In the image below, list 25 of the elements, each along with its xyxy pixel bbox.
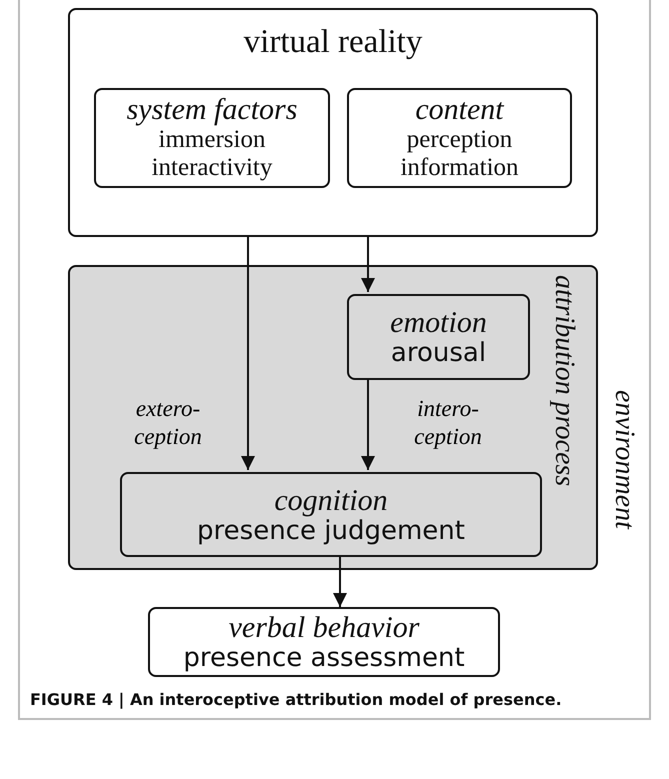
arrow [361,378,375,470]
arrow [361,237,375,292]
arrow [333,555,347,607]
process-panel [68,265,598,570]
heading-text: system factors [126,94,298,126]
process-label: attribution process [548,275,580,486]
body-text: presence judgement [196,516,466,544]
heading-text: emotion [390,307,487,339]
body-text: immersion interactivity [150,126,274,182]
factor-box [347,88,572,188]
heading-text: verbal behavior [228,612,420,644]
heading-text: cognition [274,484,388,516]
caption: FIGURE 4 | An interoceptive attribution model of presence. [30,690,562,709]
body-text: perception information [399,126,520,182]
title-text: virtual reality [242,24,424,61]
heading-text: content [415,94,504,126]
body-text: presence assessment [182,644,466,672]
factor-box [94,88,330,188]
output-box [148,607,500,677]
body-text: arousal [390,339,488,367]
arrow [241,237,255,470]
environment-label: environment [608,390,640,529]
system-box [68,8,598,237]
process-box [120,472,542,557]
process-box [347,294,530,380]
